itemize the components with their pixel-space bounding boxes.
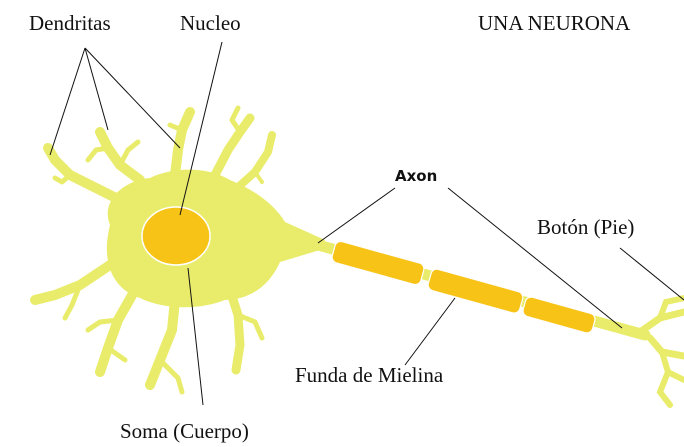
dendrite-top-right-twig [229,105,243,135]
dendrite-bottom-right [225,285,245,375]
leader-soma [187,267,204,406]
dendrite-top-left-twig2 [85,145,111,163]
label-dendritas: Dendritas [29,11,111,35]
soma-shape [106,169,325,308]
dendrite-bottom-right-twig [235,312,265,341]
terminal-upper [657,295,684,321]
dendrite-left-lower-twig [62,282,83,321]
dendrite-top-left-twig [117,139,141,168]
dendrite-top-twig [167,122,185,133]
terminal-lower [646,334,684,360]
myelin-segment-1 [331,240,425,286]
dendrite-bottom-left [95,285,140,377]
leader-axon-right [447,187,623,329]
dendrite-bottom-left-twig [85,317,121,333]
dendrite-left-lower [30,260,115,305]
label-axon: Axon [395,167,437,185]
myelin-sheath [331,240,596,334]
dendrite-bottom-mid-twig [157,357,185,395]
dendrite-top-right [210,113,255,180]
axon-terminals [636,295,684,408]
leader-dendritas-3 [84,47,181,149]
leader-lines [49,41,684,406]
label-nucleo: Nucleo [180,11,241,35]
terminal-bottom [656,369,673,408]
dendrite-right-twig [253,170,264,184]
dendrite-top [170,107,195,180]
dendrite-right [231,131,276,194]
nucleus-shape [141,206,211,266]
leader-dendritas-1 [49,47,86,156]
dendrite-top-left [95,127,145,185]
dendrite-branches [30,105,276,395]
label-boton: Botón (Pie) [537,215,634,239]
leader-boton [619,247,684,301]
leader-mielina [404,297,456,366]
label-mielina: Funda de Mielina [295,363,444,387]
leader-axon-left [317,187,396,244]
myelin-segment-3 [522,296,596,334]
label-soma: Soma (Cuerpo) [120,419,249,443]
leader-nucleo [179,41,223,216]
leader-dendritas-2 [84,47,109,131]
dendrite-bottom-mid [145,295,180,390]
dendrite-bottom-left-twig2 [105,345,128,363]
diagram-title: UNA NEURONA [478,11,631,35]
dendrite-left-upper-twig [52,172,73,185]
myelin-segment-2 [427,268,524,314]
